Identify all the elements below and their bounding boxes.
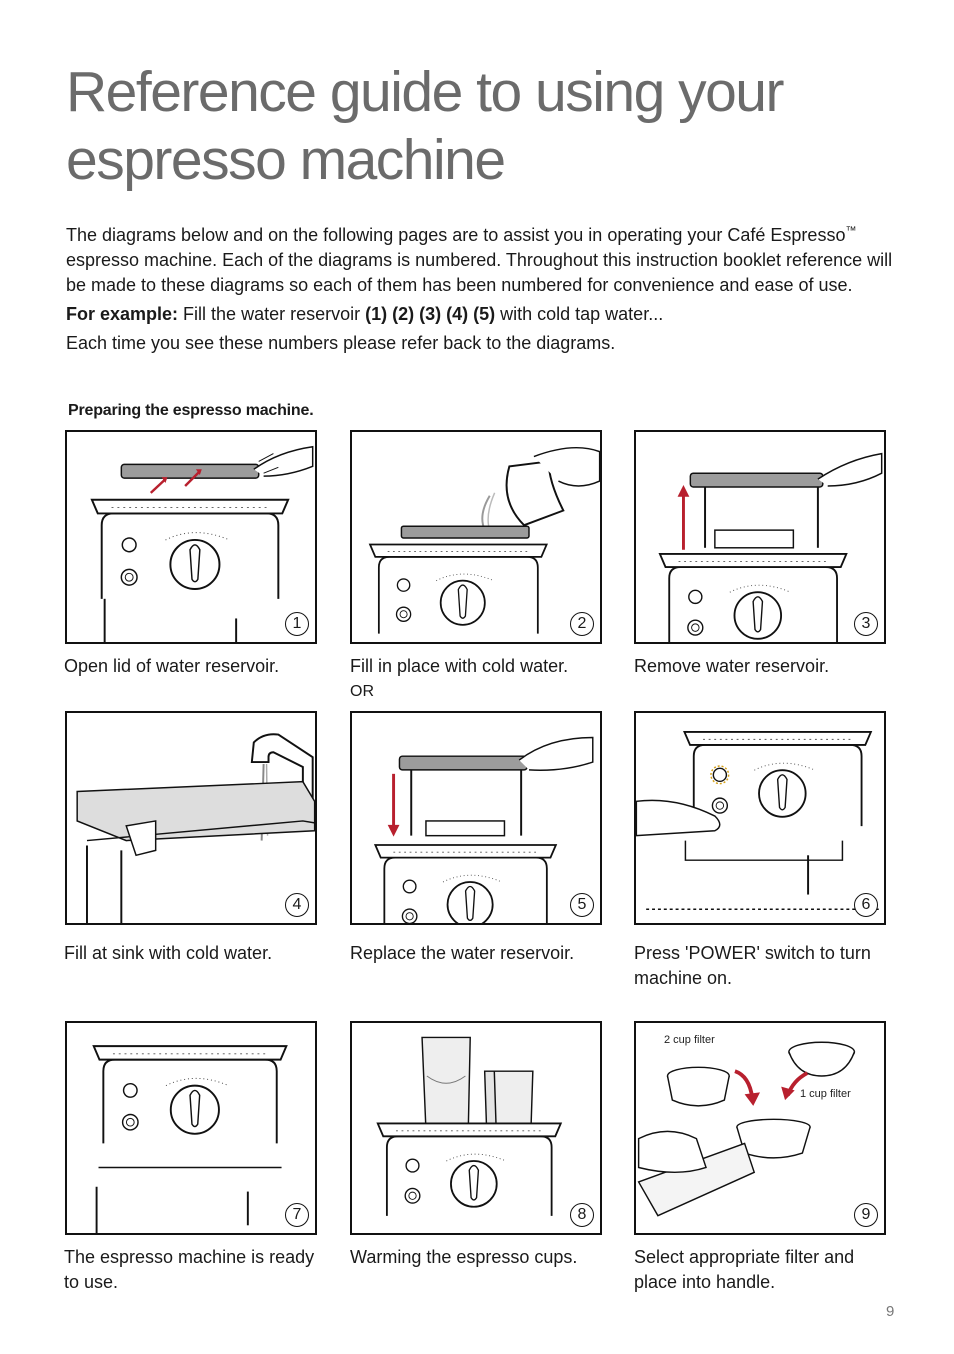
section-heading: Preparing the espresso machine. <box>68 402 314 419</box>
replace-reservoir-illustration <box>374 736 594 923</box>
diagram-step-7: 7 <box>65 1021 317 1235</box>
step-number-badge: 2 <box>570 612 594 636</box>
step-number-badge: 3 <box>854 612 878 636</box>
diagram-step-2: 2 <box>350 430 602 644</box>
one-cup-filter-label: 1 cup filter <box>800 1088 851 1100</box>
select-filter-illustration <box>637 1041 856 1217</box>
step-6-caption: Press 'POWER' switch to turn machine on. <box>634 941 896 991</box>
step-number-badge: 6 <box>854 893 878 917</box>
step-number-badge: 8 <box>570 1203 594 1227</box>
diagram-step-6: 6 <box>634 711 886 925</box>
two-cup-filter-label: 2 cup filter <box>664 1034 715 1046</box>
intro-text-part2: espresso machine. Each of the diagrams i… <box>66 250 893 295</box>
caption-text: Fill at sink with cold water. <box>64 943 273 963</box>
step-2-caption: Fill in place with cold water. OR <box>350 654 612 704</box>
diagram-step-4: 4 <box>65 711 317 925</box>
step-8-caption: Warming the espresso cups. <box>350 1245 612 1270</box>
page-number: 9 <box>886 1303 895 1320</box>
step-number-badge: 1 <box>285 612 309 636</box>
example-numbers: (1) (2) (3) (4) (5) <box>365 304 496 324</box>
caption-text: Remove water reservoir. <box>634 656 830 676</box>
caption-or-text: OR <box>350 683 374 700</box>
step-5-caption: Replace the water reservoir. <box>350 941 612 966</box>
caption-text: The espresso machine is ready to use. <box>64 1247 315 1292</box>
example-text: Fill the water reservoir <box>178 304 366 324</box>
step-number-badge: 5 <box>570 893 594 917</box>
trademark-symbol: ™ <box>845 225 857 237</box>
fill-at-sink-illustration <box>76 733 315 923</box>
step-9-caption: Select appropriate filter and place into… <box>634 1245 896 1295</box>
intro-text: The diagrams below and on the following … <box>66 223 896 356</box>
diagram-step-3: 3 <box>634 430 886 644</box>
caption-text: Fill in place with cold water. <box>350 656 569 676</box>
intro-text-part1: The diagrams below and on the following … <box>66 225 846 245</box>
example-label: For example: <box>66 304 179 324</box>
caption-text: Warming the espresso cups. <box>350 1247 578 1267</box>
diagram-step-8: 8 <box>350 1021 602 1235</box>
step-number-badge: 4 <box>285 893 309 917</box>
step-3-caption: Remove water reservoir. <box>634 654 896 679</box>
example-text-end: with cold tap water... <box>495 304 664 324</box>
step-number-badge: 9 <box>854 1203 878 1227</box>
press-power-illustration <box>636 731 882 910</box>
refer-back-paragraph: Each time you see these numbers please r… <box>66 333 616 353</box>
fill-in-place-illustration <box>369 447 600 635</box>
ready-to-use-illustration <box>92 1045 288 1233</box>
open-lid-illustration <box>90 445 314 642</box>
step-4-caption: Fill at sink with cold water. <box>64 941 326 966</box>
caption-text: Open lid of water reservoir. <box>64 656 280 676</box>
diagram-step-1: 1 <box>65 430 317 644</box>
page-title: Reference guide to using your espresso m… <box>66 60 784 192</box>
diagram-step-9: 2 cup filter 1 cup filter 9 <box>634 1021 886 1235</box>
step-1-caption: Open lid of water reservoir. <box>64 654 326 679</box>
step-number-badge: 7 <box>285 1203 309 1227</box>
remove-reservoir-illustration <box>658 452 883 642</box>
caption-text: Replace the water reservoir. <box>350 943 575 963</box>
diagram-step-5: 5 <box>350 711 602 925</box>
caption-text: Select appropriate filter and place into… <box>634 1247 855 1292</box>
caption-text: Press 'POWER' switch to turn machine on. <box>634 943 871 988</box>
intro-paragraph: The diagrams below and on the following … <box>66 223 896 298</box>
example-paragraph: For example: Fill the water reservoir (1… <box>66 302 896 327</box>
warming-cups-illustration <box>376 1036 562 1217</box>
step-7-caption: The espresso machine is ready to use. <box>64 1245 326 1295</box>
